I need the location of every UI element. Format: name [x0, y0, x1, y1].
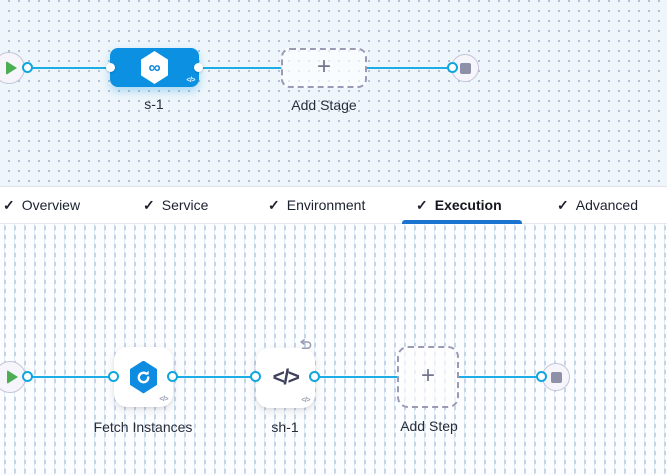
tab-advanced[interactable]: ✓ Advanced — [557, 197, 639, 213]
sh1-right-port — [309, 371, 320, 382]
fetch-instances-icon — [130, 360, 157, 394]
plus-icon: + — [420, 362, 435, 389]
check-icon: ✓ — [416, 197, 428, 213]
edge-addstage-to-end — [365, 67, 453, 69]
start-port — [22, 371, 33, 382]
execution-canvas[interactable]: </> Fetch Instances </> </> sh-1 + Add S… — [0, 224, 667, 475]
check-icon: ✓ — [143, 197, 155, 213]
loop-strategy-icon — [300, 339, 312, 349]
stage-pipeline-canvas[interactable]: ∞ </> s-1 + Add Stage — [0, 0, 667, 186]
add-step-button[interactable]: + — [397, 346, 459, 408]
shell-script-icon: </> — [272, 366, 300, 389]
edge-fetch-to-sh1 — [172, 376, 258, 378]
edge-start-to-stage — [30, 67, 112, 69]
step-node-fetch-instances[interactable]: </> — [114, 347, 173, 407]
play-icon — [6, 370, 18, 384]
stage-label: s-1 — [144, 96, 164, 112]
add-stage-label: Add Stage — [291, 97, 357, 113]
end-port — [536, 371, 547, 382]
edge-addstep-to-end — [458, 376, 547, 378]
stop-icon — [459, 62, 471, 74]
check-icon: ✓ — [268, 197, 280, 213]
stop-icon — [550, 371, 562, 383]
add-stage-button[interactable]: + — [281, 48, 367, 88]
stage-left-port — [106, 63, 115, 72]
sh1-left-port — [250, 371, 261, 382]
stage-tabbar: ✓ Overview ✓ Service ✓ Environment ✓ Exe… — [0, 186, 667, 224]
code-icon: </> — [159, 396, 168, 403]
step-label: Fetch Instances — [93, 419, 193, 435]
check-icon: ✓ — [3, 197, 15, 213]
active-tab-underline — [402, 220, 522, 224]
tab-overview[interactable]: ✓ Overview — [3, 197, 81, 213]
check-icon: ✓ — [557, 197, 569, 213]
harness-stage-icon: ∞ — [141, 51, 168, 84]
stage-right-port — [194, 63, 203, 72]
execution-end-node — [542, 363, 570, 391]
fetch-left-port — [108, 371, 119, 382]
edge-sh1-to-addstep — [315, 376, 398, 378]
code-icon: </> — [301, 397, 310, 404]
fetch-right-port — [167, 371, 178, 382]
code-icon: </> — [186, 77, 195, 84]
play-icon — [5, 61, 17, 75]
plus-icon: + — [316, 53, 331, 80]
infinity-icon: ∞ — [148, 57, 161, 77]
tab-environment[interactable]: ✓ Environment — [268, 197, 366, 213]
step-label: sh-1 — [271, 419, 299, 435]
edge-start-to-fetch — [30, 376, 114, 378]
stage-node-s1[interactable]: ∞ </> — [110, 48, 199, 87]
edge-stage-to-addstage — [196, 67, 282, 69]
circular-arrow-glyph — [137, 370, 150, 383]
start-port — [22, 62, 33, 73]
end-port — [447, 62, 458, 73]
tab-execution[interactable]: ✓ Execution — [416, 197, 502, 213]
pipeline-start-node — [0, 52, 25, 84]
tab-service[interactable]: ✓ Service — [143, 197, 209, 213]
step-node-sh1[interactable]: </> </> — [256, 348, 315, 408]
add-step-label: Add Step — [400, 418, 458, 434]
